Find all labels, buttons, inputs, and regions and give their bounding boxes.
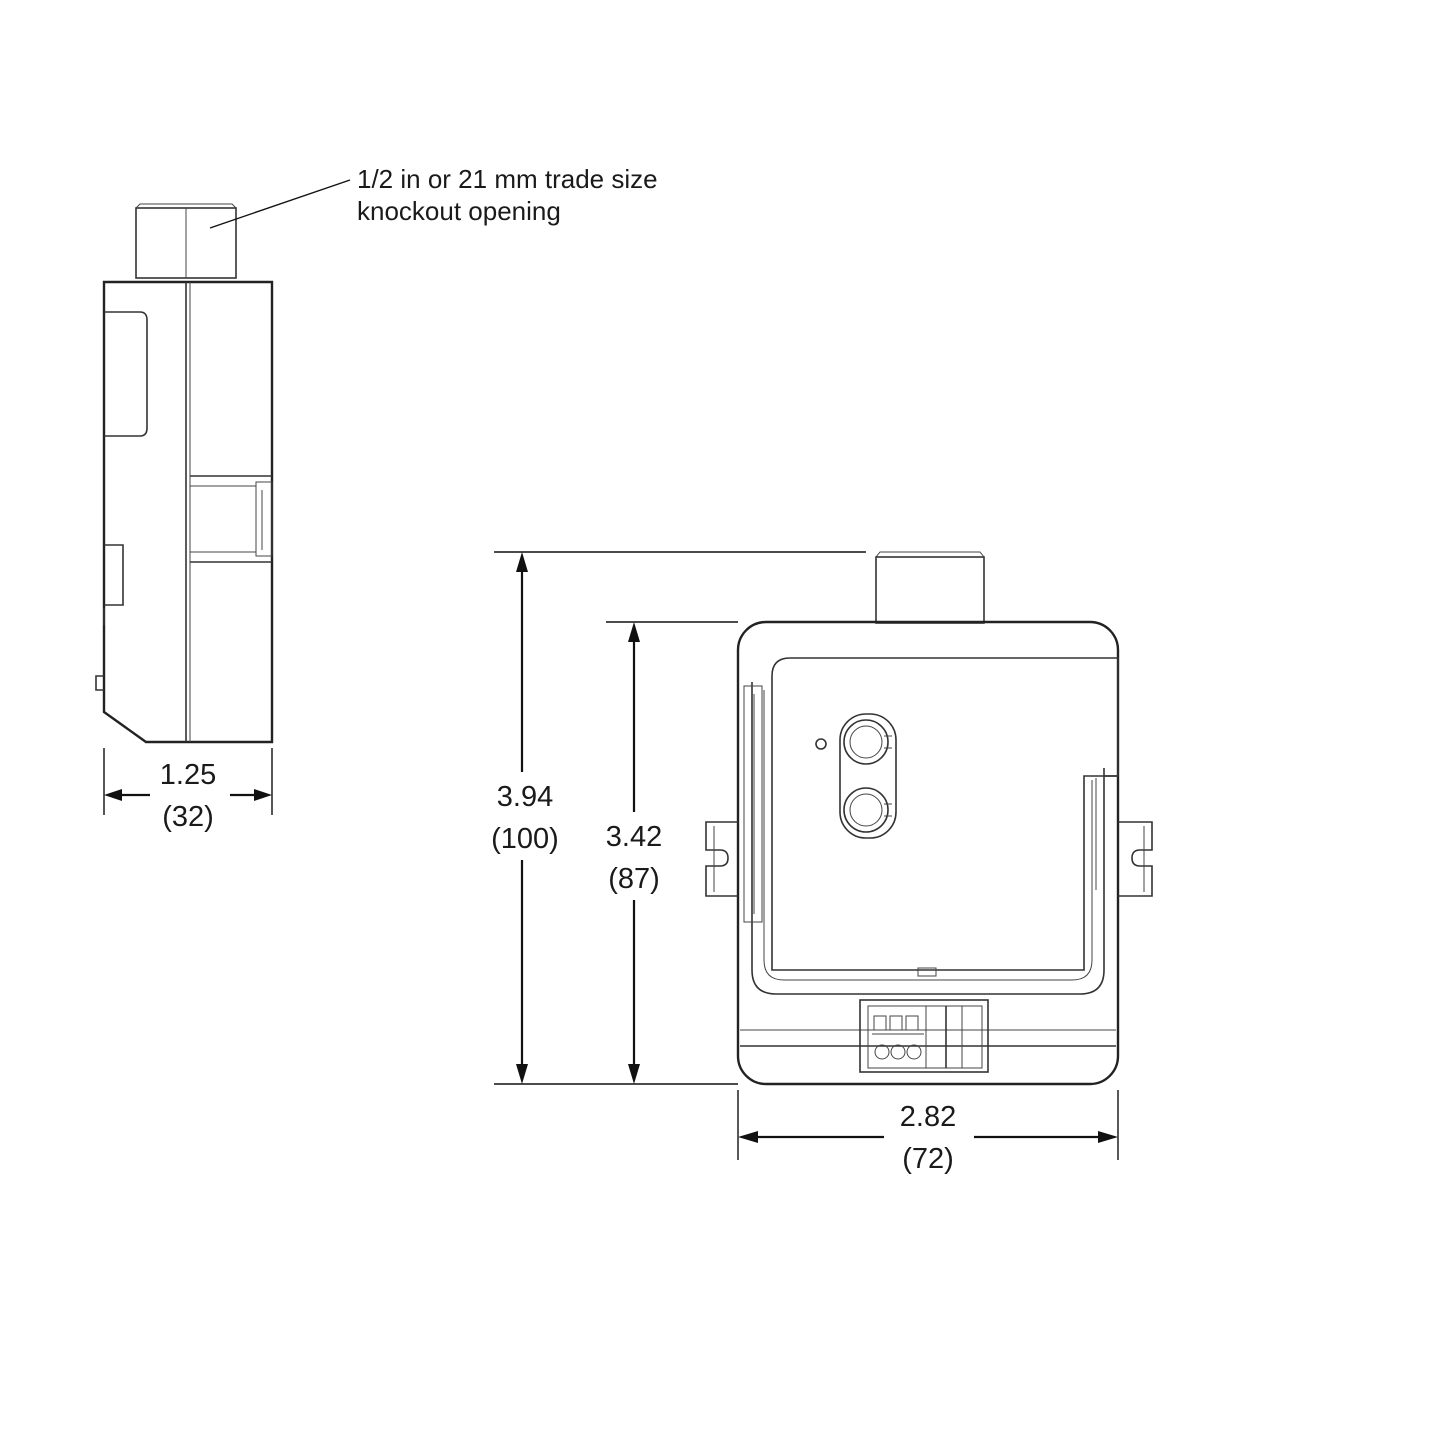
- front-housing: [736, 620, 1120, 1086]
- callout-line-1: 1/2 in or 21 mm trade size: [357, 164, 658, 194]
- terminal-screw-icon: [890, 1044, 906, 1060]
- side-lower-panel: [104, 544, 124, 606]
- front-width-mm: (72): [902, 1143, 954, 1175]
- terminal-screw-icon: [874, 1044, 890, 1060]
- side-width-dimension: 1.25 (32): [103, 748, 273, 833]
- callout-leader: [209, 179, 351, 229]
- front-width-inches: 2.82: [900, 1101, 956, 1133]
- left-mounting-tab: [705, 821, 738, 897]
- terminal-screw-icon: [906, 1044, 922, 1060]
- right-mounting-tab: [1118, 821, 1153, 897]
- side-body-outline: [102, 280, 274, 744]
- front-cover-plate: [771, 657, 1119, 971]
- body-height-mm: (87): [608, 863, 660, 895]
- side-knockout-thread: [135, 203, 237, 279]
- front-knockout-thread: [875, 551, 985, 624]
- side-slot: [190, 475, 273, 563]
- lower-button-icon: [843, 787, 889, 833]
- overall-height-inches: 3.94: [497, 781, 553, 813]
- body-height-inches: 3.42: [606, 821, 662, 853]
- overall-height-mm: (100): [491, 823, 559, 855]
- front-width-dimension: 2.82 (72): [737, 1090, 1119, 1175]
- side-view: [95, 203, 274, 744]
- front-view: [705, 551, 1153, 1086]
- push-buttons: [839, 713, 897, 839]
- terminal-block: [859, 999, 989, 1073]
- led-indicator-icon: [815, 738, 827, 750]
- side-width-inches: 1.25: [160, 759, 216, 791]
- upper-button-icon: [843, 719, 889, 765]
- callout-line-2: knockout opening: [357, 196, 561, 226]
- body-height-dimension: 3.42 (87): [606, 621, 738, 1084]
- overall-height-dimension: 3.94 (100): [491, 551, 866, 1085]
- knockout-callout: 1/2 in or 21 mm trade size knockout open…: [209, 164, 658, 229]
- side-width-mm: (32): [162, 801, 214, 833]
- side-upper-panel: [104, 311, 148, 437]
- front-inner-frame: [751, 682, 1105, 995]
